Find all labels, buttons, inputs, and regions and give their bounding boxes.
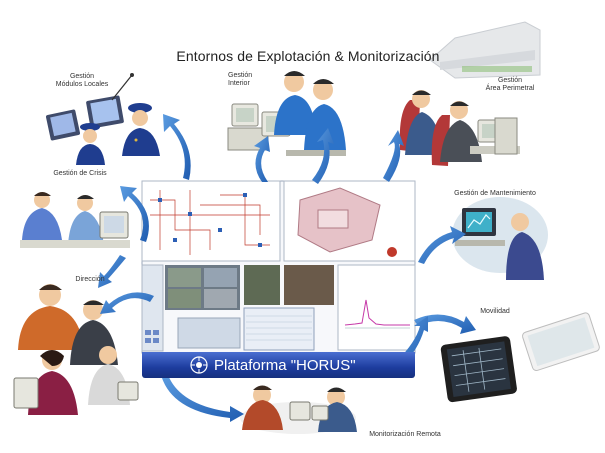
crisis-illustration <box>20 192 130 248</box>
perimeter-operators-illustration <box>399 90 520 166</box>
platform-label-bar: Plataforma "HORUS" <box>142 352 415 378</box>
horus-platform-screens <box>141 180 416 354</box>
interior-officers-illustration <box>227 71 346 156</box>
label-movilidad: Movilidad <box>480 308 510 315</box>
arrow-to-crisis <box>120 186 149 242</box>
arrow-to-interior <box>254 136 270 182</box>
arrow-to-movilidad <box>414 314 476 334</box>
arrow-to-interior-2 <box>312 128 334 184</box>
arrow-to-mantenimiento <box>418 226 466 264</box>
label-gestion-mantenimiento: Gestión de Mantenimiento <box>454 190 536 197</box>
arrow-to-direccion <box>100 292 154 314</box>
platform-name: Plataforma "HORUS" <box>214 357 356 374</box>
label-direccion: Dirección <box>75 276 105 283</box>
label-monitorizacion-remota: Monitorización Remota <box>369 431 441 438</box>
diagram-title: Entornos de Explotación & Monitorización <box>176 48 440 64</box>
arrow-to-direccion-2 <box>98 255 126 288</box>
remote-monitoring-illustration <box>240 385 357 434</box>
perimeter-building-illustration <box>429 21 541 79</box>
label-gestion-crisis: Gestión de Crisis <box>53 170 107 177</box>
arrow-to-modulos <box>163 114 191 180</box>
arrow-to-perimetral <box>383 130 404 182</box>
horus-logo-icon <box>190 356 208 374</box>
mobility-tablets-illustration <box>440 312 600 403</box>
guards-illustration <box>45 73 160 165</box>
arrow-to-remota <box>162 375 244 422</box>
direction-group-illustration <box>13 284 139 415</box>
maintenance-illustration <box>452 197 548 280</box>
